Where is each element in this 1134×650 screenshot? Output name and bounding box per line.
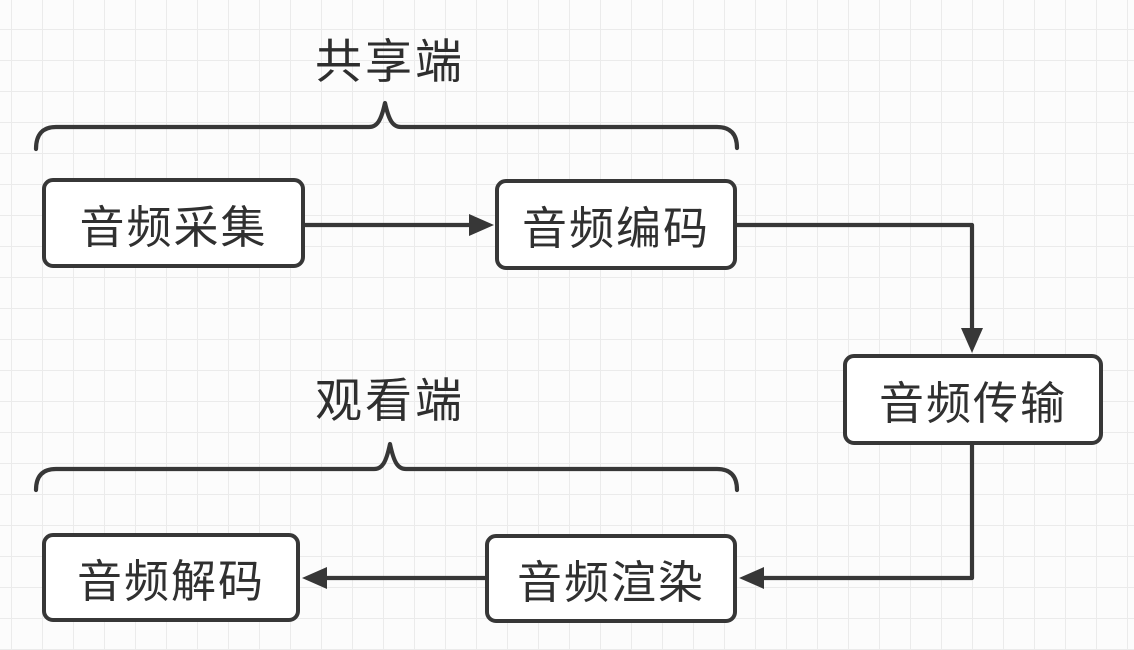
node-audio-encode: 音频编码 — [495, 179, 737, 270]
arrowhead-into-encode — [469, 214, 494, 236]
node-audio-render: 音频渲染 — [485, 534, 737, 623]
group-title-viewing-side: 观看端 — [315, 373, 465, 427]
brace-viewing-side — [33, 441, 740, 493]
node-audio-transport: 音频传输 — [843, 354, 1103, 445]
edge-transport-to-render — [761, 442, 975, 581]
arrowhead-into-decode — [302, 567, 327, 589]
node-audio-decode: 音频解码 — [42, 533, 300, 622]
node-audio-capture: 音频采集 — [42, 178, 305, 268]
node-audio-decode-label: 音频解码 — [76, 556, 265, 607]
node-audio-capture-label: 音频采集 — [79, 201, 268, 253]
edge-encode-to-transport — [734, 222, 975, 331]
group-title-sharing-side: 共享端 — [315, 34, 465, 88]
brace-sharing-side — [33, 100, 740, 152]
arrowhead-into-transport — [961, 328, 983, 353]
node-audio-transport-label: 音频传输 — [878, 378, 1067, 429]
node-audio-render-label: 音频渲染 — [516, 557, 705, 608]
node-audio-encode-label: 音频编码 — [521, 203, 710, 254]
arrowhead-into-render — [739, 567, 764, 589]
